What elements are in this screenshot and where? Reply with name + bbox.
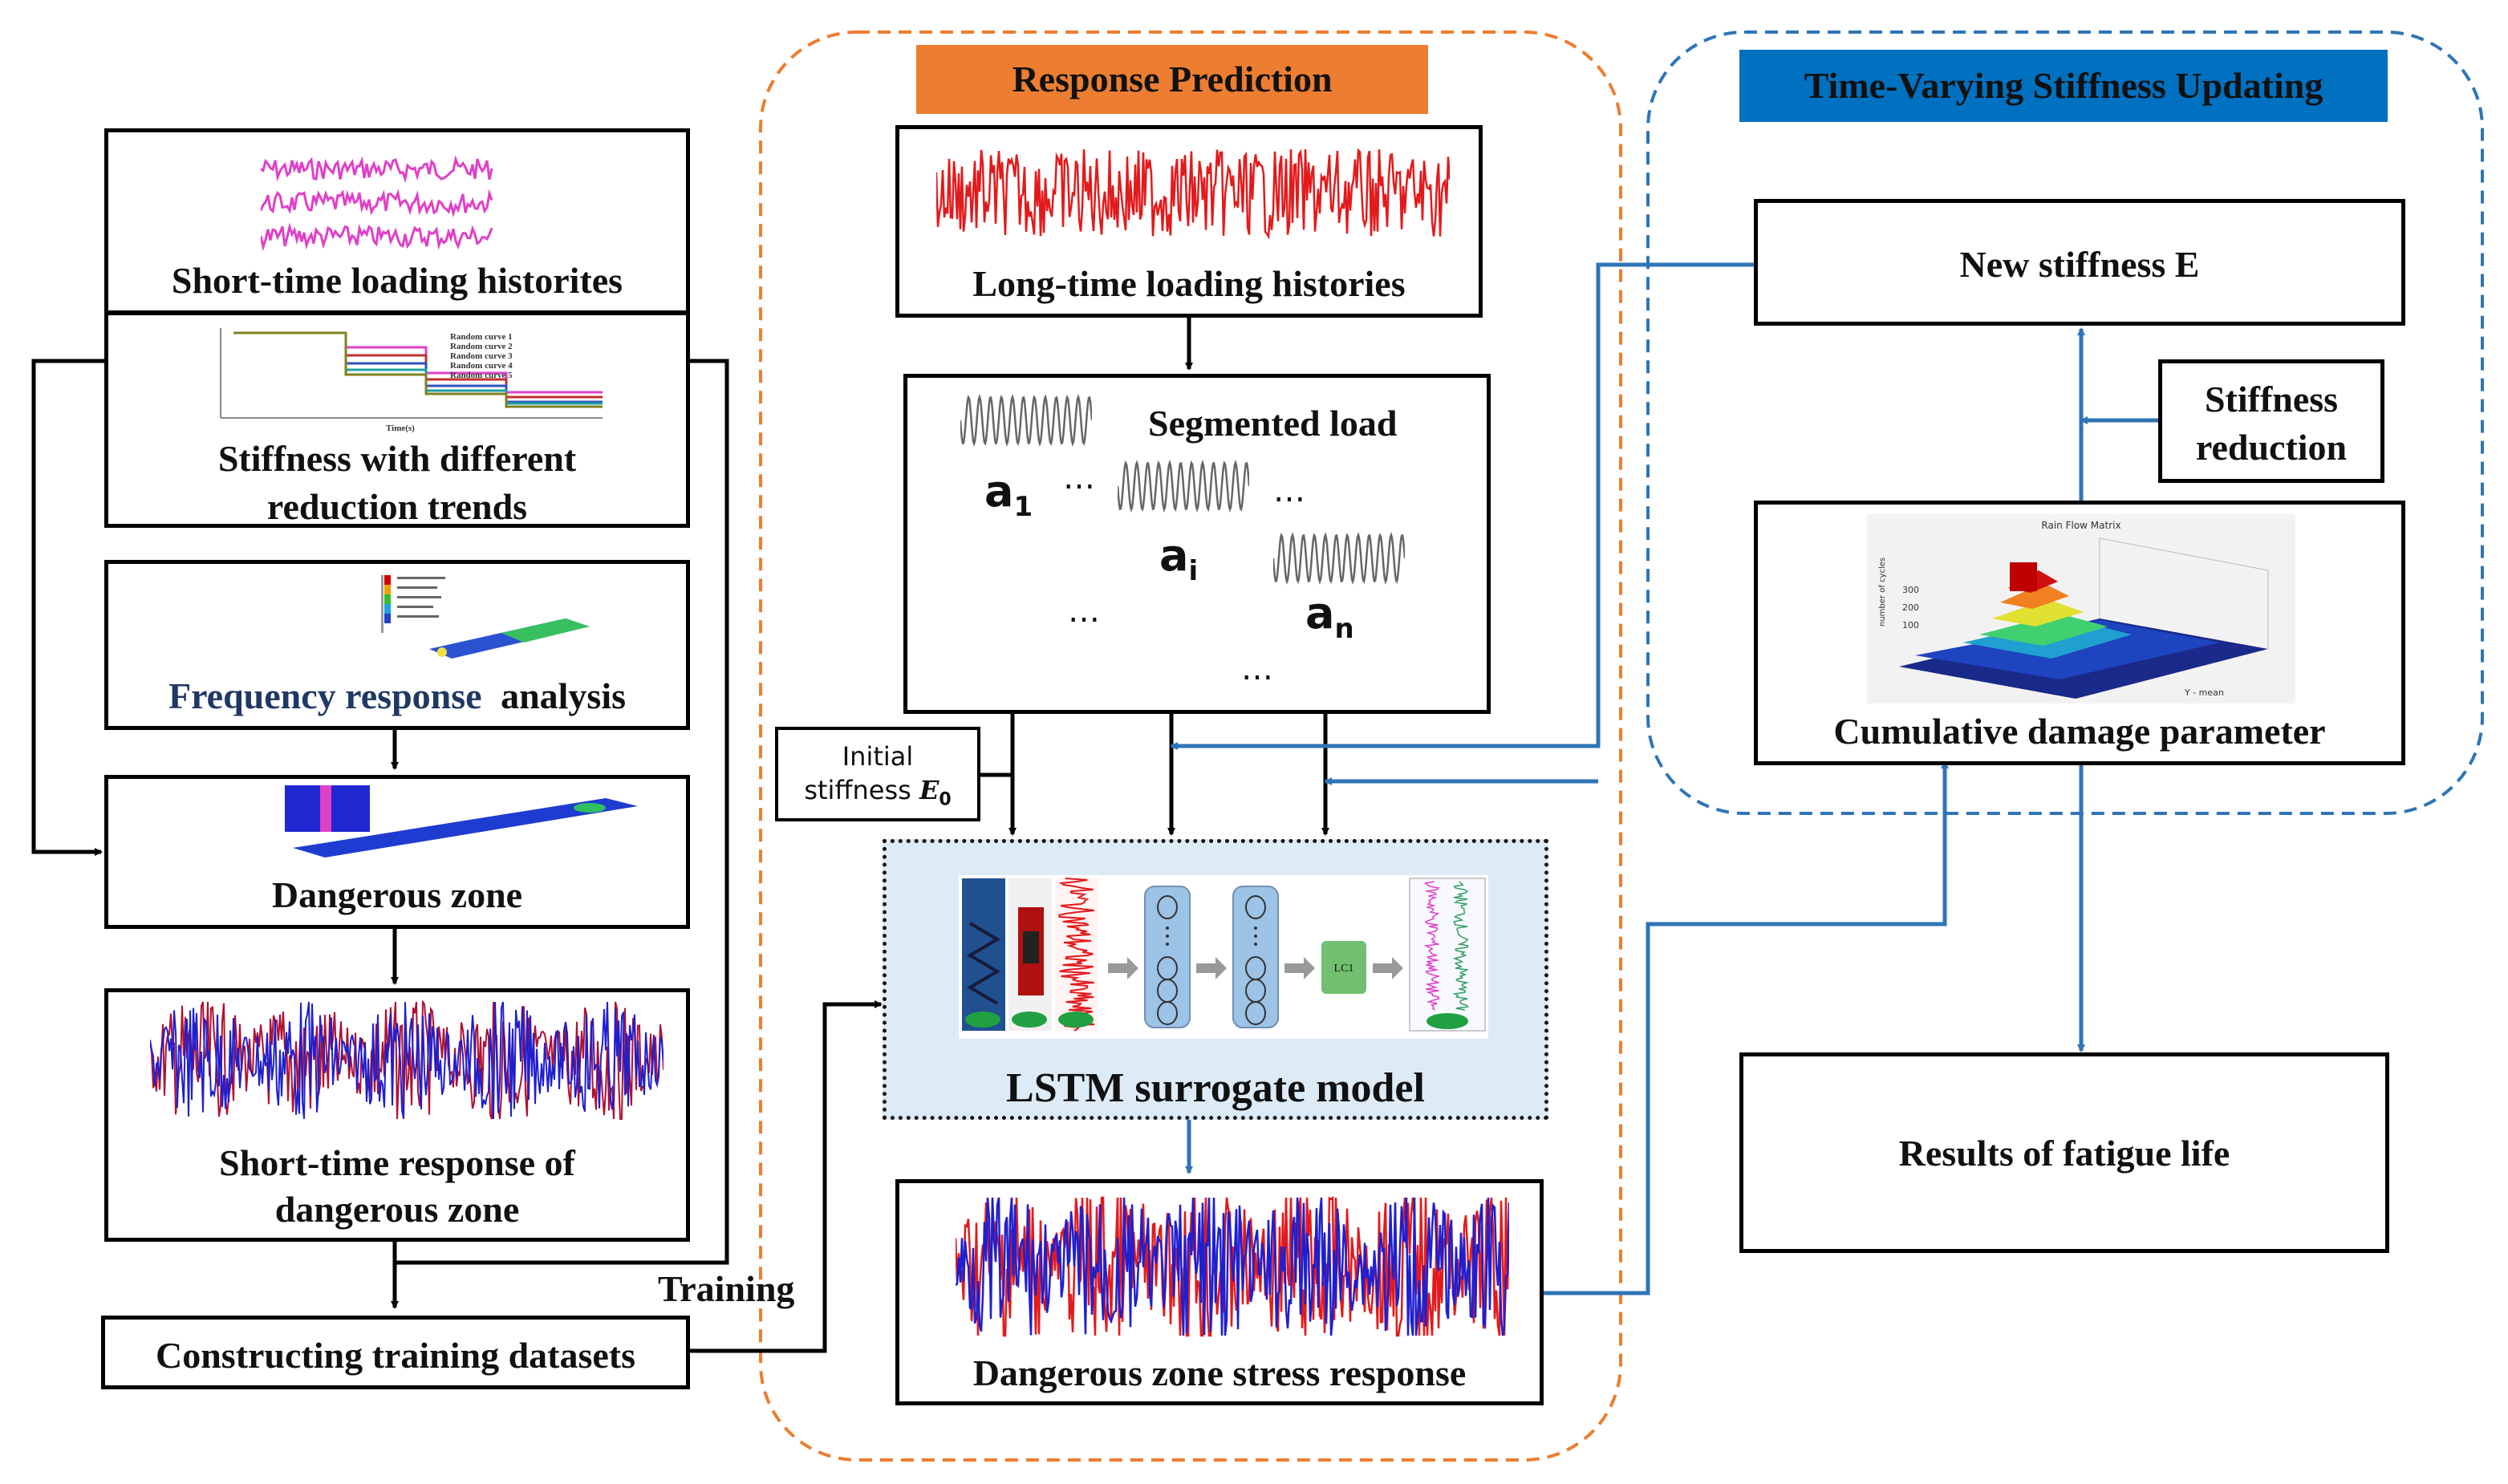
- stiffness-updating-title: Time-Varying Stiffness Updating: [1804, 65, 2323, 106]
- short-time-response-label-2: dangerous zone: [274, 1189, 520, 1230]
- stiffness-trend-box: Random curve 1 Random curve 2 Random cur…: [104, 311, 690, 528]
- legend-curve-4: Random curve 4: [450, 361, 513, 371]
- segmented-load-box: Segmented load a1 ai an … … … …: [903, 374, 1491, 714]
- frequency-response-b: analysis: [501, 675, 627, 716]
- arrow-training-to-lstm: [688, 1000, 883, 1353]
- initial-stiffness-text: stiffness: [804, 775, 911, 805]
- constructing-datasets-label: Constructing training datasets: [155, 1335, 636, 1376]
- frequency-response-fe-model: [381, 575, 590, 659]
- rainflow-ylabel: Y - mean: [2184, 687, 2224, 698]
- short-time-loading-signal: [261, 155, 493, 252]
- lstm-model-box: LC1 LSTM surrogate model: [883, 839, 1548, 1120]
- short-time-response-signal: [150, 1000, 664, 1120]
- short-time-loading-label: Short-time loading historites: [171, 260, 623, 301]
- frequency-response-box: Frequency response analysis: [104, 560, 690, 730]
- cumulative-damage-label: Cumulative damage parameter: [1833, 711, 2326, 752]
- a1-subscript: 1: [1013, 490, 1033, 523]
- dangerous-zone-box: Dangerous zone: [104, 775, 690, 929]
- segment-wave-1: [960, 394, 1092, 447]
- long-time-loading-box: Long-time loading histories: [895, 125, 1483, 318]
- stiffness-trend-label-2: reduction trends: [266, 486, 528, 527]
- an-label: an: [1305, 588, 1354, 645]
- short-time-loading-box: Short-time loading historites: [104, 128, 690, 314]
- lstm-model-label: LSTM surrogate model: [1006, 1065, 1425, 1111]
- training-label: Training: [658, 1268, 795, 1309]
- ellipsis-4: …: [1241, 651, 1273, 687]
- new-stiffness-label: New stiffness E: [1959, 244, 2200, 285]
- dangerous-zone-label: Dangerous zone: [271, 874, 523, 915]
- long-time-loading-label: Long-time loading histories: [972, 263, 1406, 304]
- ai-subscript: i: [1188, 554, 1199, 587]
- initial-stiffness-line1: Initial: [842, 741, 914, 772]
- short-time-response-box: Short-time response of dangerous zone: [104, 988, 690, 1242]
- lstm-architecture: LC1: [959, 875, 1488, 1039]
- arrow-newstiffness-to-ai: [1170, 262, 1757, 750]
- line-stiffness-to-datasets: [395, 359, 729, 1265]
- ellipsis-2: …: [1273, 472, 1305, 509]
- initial-stiffness-line2: stiffness E0: [778, 775, 977, 809]
- rainflow-matrix-plot: Rain Flow Matrix 300 200 100 number of c…: [1867, 514, 2295, 703]
- ai-symbol: a: [1159, 530, 1189, 581]
- legend-curve-2: Random curve 2: [450, 342, 513, 351]
- rainflow-zlabel: number of cycles: [1878, 558, 1887, 626]
- initial-stiffness-box: Initial stiffness E0: [775, 727, 980, 821]
- frequency-response-a: Frequency response: [168, 675, 482, 716]
- rainflow-z-300: 300: [1902, 585, 1919, 595]
- rainflow-z-100: 100: [1902, 620, 1919, 630]
- dangerous-zone-fe-model: [285, 785, 638, 858]
- initial-stiffness-symbol: E: [919, 775, 939, 805]
- response-prediction-frame: [759, 30, 1622, 1462]
- ellipsis-3: …: [1068, 593, 1100, 630]
- legend-curve-3: Random curve 3: [450, 351, 513, 361]
- rainflow-z-200: 200: [1902, 602, 1919, 613]
- arrow-stiffness-to-danger: [31, 359, 104, 856]
- arrow-stress-to-damage: [1544, 760, 1949, 1295]
- segment-wave-i: [1118, 460, 1249, 513]
- dangerous-stress-box: Dangerous zone stress response: [895, 1179, 1544, 1405]
- segment-wave-n: [1273, 532, 1405, 585]
- stiffness-updating-frame: [1646, 30, 2484, 815]
- stiffness-reduction-box: Stiffness reduction: [2158, 359, 2384, 483]
- cumulative-damage-box: Rain Flow Matrix 300 200 100 number of c…: [1754, 501, 2405, 765]
- constructing-datasets-box: Constructing training datasets: [101, 1316, 690, 1389]
- fatigue-life-label: Results of fatigue life: [1898, 1133, 2230, 1174]
- legend-curve-5: Random curve 5: [450, 371, 513, 380]
- an-subscript: n: [1334, 612, 1354, 645]
- stiffness-trend-label-1: Stiffness with different: [217, 438, 577, 479]
- new-stiffness-box: New stiffness E: [1754, 199, 2405, 326]
- stiffness-updating-header: Time-Varying Stiffness Updating: [1739, 50, 2388, 122]
- dangerous-stress-label: Dangerous zone stress response: [972, 1352, 1467, 1393]
- stiffness-reduction-label-2: reduction: [2195, 427, 2348, 468]
- long-time-loading-signal: [936, 148, 1450, 240]
- segmented-load-label: Segmented load: [1148, 403, 1398, 444]
- lstm-fc-label: LC1: [1334, 963, 1354, 975]
- short-time-response-label-1: Short-time response of: [219, 1142, 575, 1183]
- legend-curve-1: Random curve 1: [450, 332, 513, 342]
- response-prediction-header: Response Prediction: [916, 45, 1428, 114]
- dangerous-stress-signal: [956, 1196, 1509, 1337]
- stiffness-axis-x: Time(s): [386, 424, 415, 433]
- a1-label: a1: [984, 466, 1033, 523]
- stiffness-reduction-label-1: Stiffness: [2204, 379, 2339, 420]
- initial-stiffness-subscript: 0: [939, 789, 952, 810]
- a1-symbol: a: [984, 466, 1014, 517]
- ellipsis-1: …: [1063, 460, 1095, 497]
- rainflow-title: Rain Flow Matrix: [2041, 520, 2120, 531]
- stiffness-trend-chart: Random curve 1 Random curve 2 Random cur…: [220, 328, 603, 433]
- fatigue-life-box: Results of fatigue life: [1739, 1052, 2389, 1253]
- frequency-response-label: Frequency response analysis: [108, 675, 686, 717]
- an-symbol: a: [1305, 588, 1335, 639]
- ai-label: ai: [1159, 530, 1198, 587]
- response-prediction-title: Response Prediction: [1012, 59, 1333, 99]
